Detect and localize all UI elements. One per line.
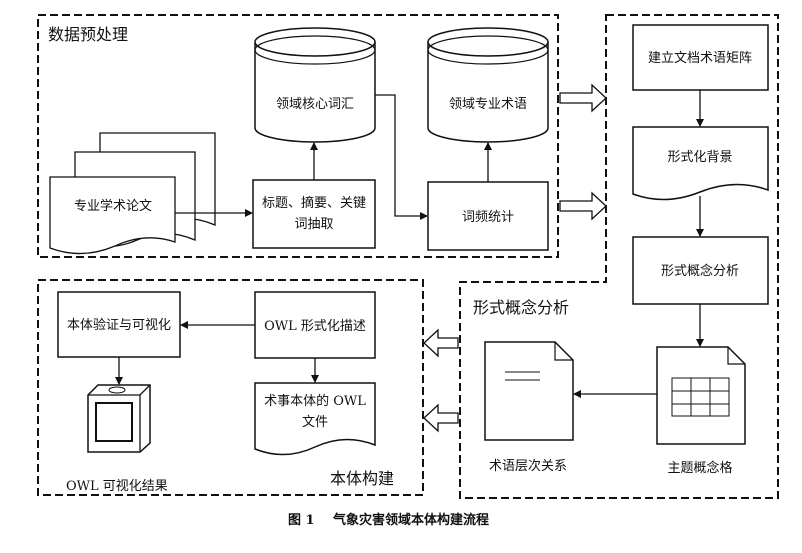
section-title-ontology: 本体构建 xyxy=(330,469,394,488)
matrix-label: 建立文档术语矩阵 xyxy=(648,51,752,66)
papers-document-stack: 专业学术论文 xyxy=(49,132,216,255)
core-vocab-label: 领域核心词汇 xyxy=(276,97,354,112)
caption-title: 气象灾害领域本体构建流程 xyxy=(333,512,489,528)
owl-file-label-line1: 术事本体的 OWL xyxy=(264,393,366,409)
block-arrow-terms-to-fca xyxy=(559,83,607,113)
context-label: 形式化背景 xyxy=(667,150,732,165)
extract-label-line1: 标题、摘要、关键 xyxy=(262,195,366,211)
arrow-core-to-freq xyxy=(375,94,428,220)
section-title-preprocess: 数据预处理 xyxy=(48,25,128,44)
block-arrows xyxy=(423,83,607,433)
hierarchy-document xyxy=(484,341,574,441)
freq-label: 词频统计 xyxy=(462,210,514,225)
validate-label: 本体验证与可视化 xyxy=(67,317,171,333)
block-arrow-fca-to-ontology-top xyxy=(423,328,459,358)
preprocess-frame xyxy=(37,14,559,258)
vis-result-label: OWL 可视化结果 xyxy=(66,479,168,494)
lattice-document xyxy=(656,346,746,445)
hierarchy-label: 术语层次关系 xyxy=(489,458,567,474)
domain-terms-label: 领域专业术语 xyxy=(449,97,527,112)
caption-figure-number: 图 1 xyxy=(288,513,315,528)
visualization-result-icon xyxy=(87,384,151,453)
ontology-frame xyxy=(37,279,424,496)
papers-label: 专业学术论文 xyxy=(74,198,152,214)
extract-label-line2: 词抽取 xyxy=(294,217,333,232)
core-vocab-cylinder: 领域核心词汇 xyxy=(254,27,376,143)
block-arrow-freq-to-fca xyxy=(559,191,607,221)
owl-desc-box xyxy=(254,291,376,359)
lattice-grid-icon xyxy=(671,377,730,417)
fca-frame xyxy=(459,14,779,499)
fca-analysis-label: 形式概念分析 xyxy=(661,263,739,279)
owl-file-document xyxy=(254,382,376,456)
owl-file-label-line2: 文件 xyxy=(302,415,328,430)
extract-box xyxy=(252,179,376,249)
section-title-fca: 形式概念分析 xyxy=(473,298,569,317)
context-document xyxy=(632,126,769,201)
validate-box xyxy=(57,291,181,358)
domain-terms-cylinder: 领域专业术语 xyxy=(427,27,549,143)
connector-arrows xyxy=(115,90,704,398)
matrix-box xyxy=(632,24,769,91)
owl-desc-label: OWL 形式化描述 xyxy=(264,319,366,334)
lattice-label: 主题概念格 xyxy=(667,460,732,476)
block-arrow-fca-to-ontology-bottom xyxy=(423,403,459,433)
freq-box xyxy=(427,181,549,251)
